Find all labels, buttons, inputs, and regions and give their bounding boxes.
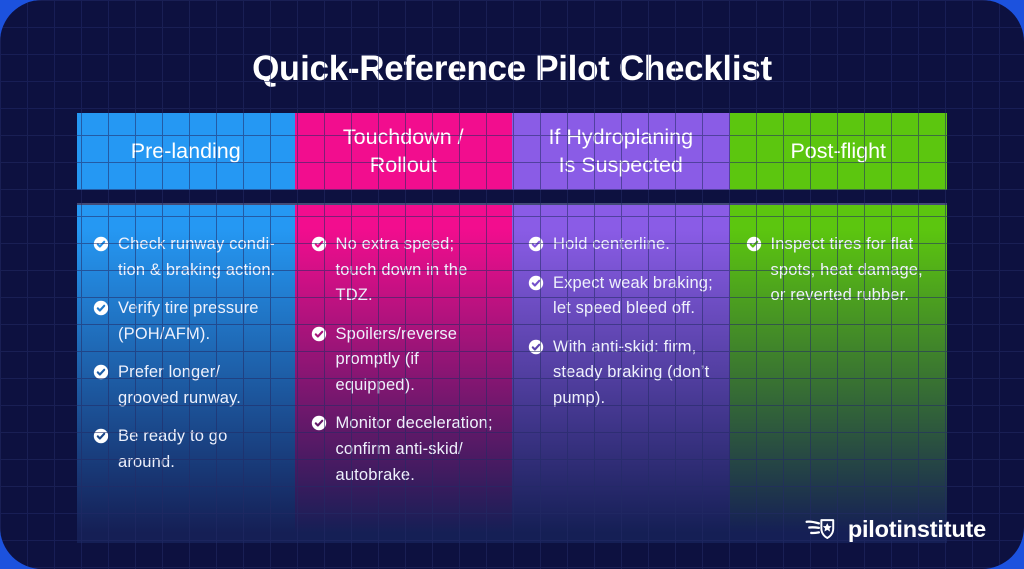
- checklist-item-text: With anti-skid: firm, steady braking (do…: [553, 337, 710, 407]
- checklist-item-text: Hold centerline.: [553, 235, 671, 253]
- checklist-item-text: Inspect tires for flat spots, heat damag…: [770, 235, 923, 305]
- check-icon: [311, 326, 326, 341]
- checklist-item-text: Expect weak braking; let speed bleed off…: [553, 273, 713, 318]
- checklist-item-text: Be ready to go around.: [118, 427, 228, 471]
- checklist-item: Spoilers/reverse promptly (if equipped).: [311, 322, 501, 399]
- checklist-item: Check runway condi- tion & braking actio…: [93, 232, 283, 283]
- checklist-item: Inspect tires for flat spots, heat damag…: [746, 232, 936, 309]
- check-icon: [93, 365, 109, 380]
- checklist-item-text: Monitor deceleration; confirm anti-skid/…: [335, 414, 493, 484]
- checklist-item: Be ready to go around.: [93, 424, 283, 475]
- column-header-post-flight: Post-flight: [729, 113, 947, 190]
- column-header-hydroplaning-suspected: If Hydroplaning Is Suspected: [512, 113, 730, 190]
- checklist-item-text: No extra speed; touch down in the TDZ.: [335, 235, 468, 305]
- brand-logo: pilotinstitute: [805, 515, 986, 544]
- check-icon: [746, 236, 761, 252]
- checklist-item-text: Spoilers/reverse promptly (if equipped).: [335, 324, 458, 394]
- checklist-item: Verify tire pressure (POH/AFM).: [93, 296, 283, 347]
- check-icon: [311, 236, 326, 252]
- page-title: Quick-Reference Pilot Checklist: [252, 49, 772, 89]
- checklist-item: Monitor deceleration; confirm anti-skid/…: [311, 411, 501, 488]
- body-row: Check runway condi- tion & braking actio…: [77, 203, 947, 543]
- checklist-item: Prefer longer/ grooved runway.: [93, 360, 283, 411]
- check-icon: [311, 416, 326, 431]
- checklist-item-text: Verify tire pressure (POH/AFM).: [118, 299, 259, 343]
- column-header-touchdown-rollout: Touchdown / Rollout: [294, 113, 512, 190]
- column-body-pre-landing: Check runway condi- tion & braking actio…: [77, 203, 295, 543]
- check-icon: [528, 275, 544, 290]
- column-header-pre-landing: Pre-landing: [77, 113, 295, 190]
- checklist-item: Expect weak braking; let speed bleed off…: [528, 271, 718, 322]
- star-icon: [822, 523, 832, 532]
- column-body-hydroplaning-suspected: Hold centerline. Expect weak braking; let…: [512, 203, 730, 543]
- winged-shield-star-icon: [805, 519, 835, 539]
- checklist-item-text: Prefer longer/ grooved runway.: [118, 363, 242, 407]
- checklist-item: Hold centerline.: [528, 232, 718, 258]
- column-body-post-flight: Inspect tires for flat spots, heat damag…: [729, 203, 947, 543]
- check-icon: [93, 300, 109, 316]
- column-body-touchdown-rollout: No extra speed; touch down in the TDZ. Sp…: [294, 203, 512, 543]
- check-icon: [528, 339, 544, 354]
- brand-name: pilotinstitute: [847, 516, 986, 542]
- check-icon: [528, 236, 544, 252]
- check-icon: [93, 429, 109, 444]
- check-icon: [93, 236, 109, 252]
- checklist-item: No extra speed; touch down in the TDZ.: [311, 232, 501, 309]
- checklist-item: With anti-skid: firm, steady braking (do…: [528, 335, 718, 412]
- checklist-item-text: Check runway condi- tion & braking actio…: [118, 235, 276, 279]
